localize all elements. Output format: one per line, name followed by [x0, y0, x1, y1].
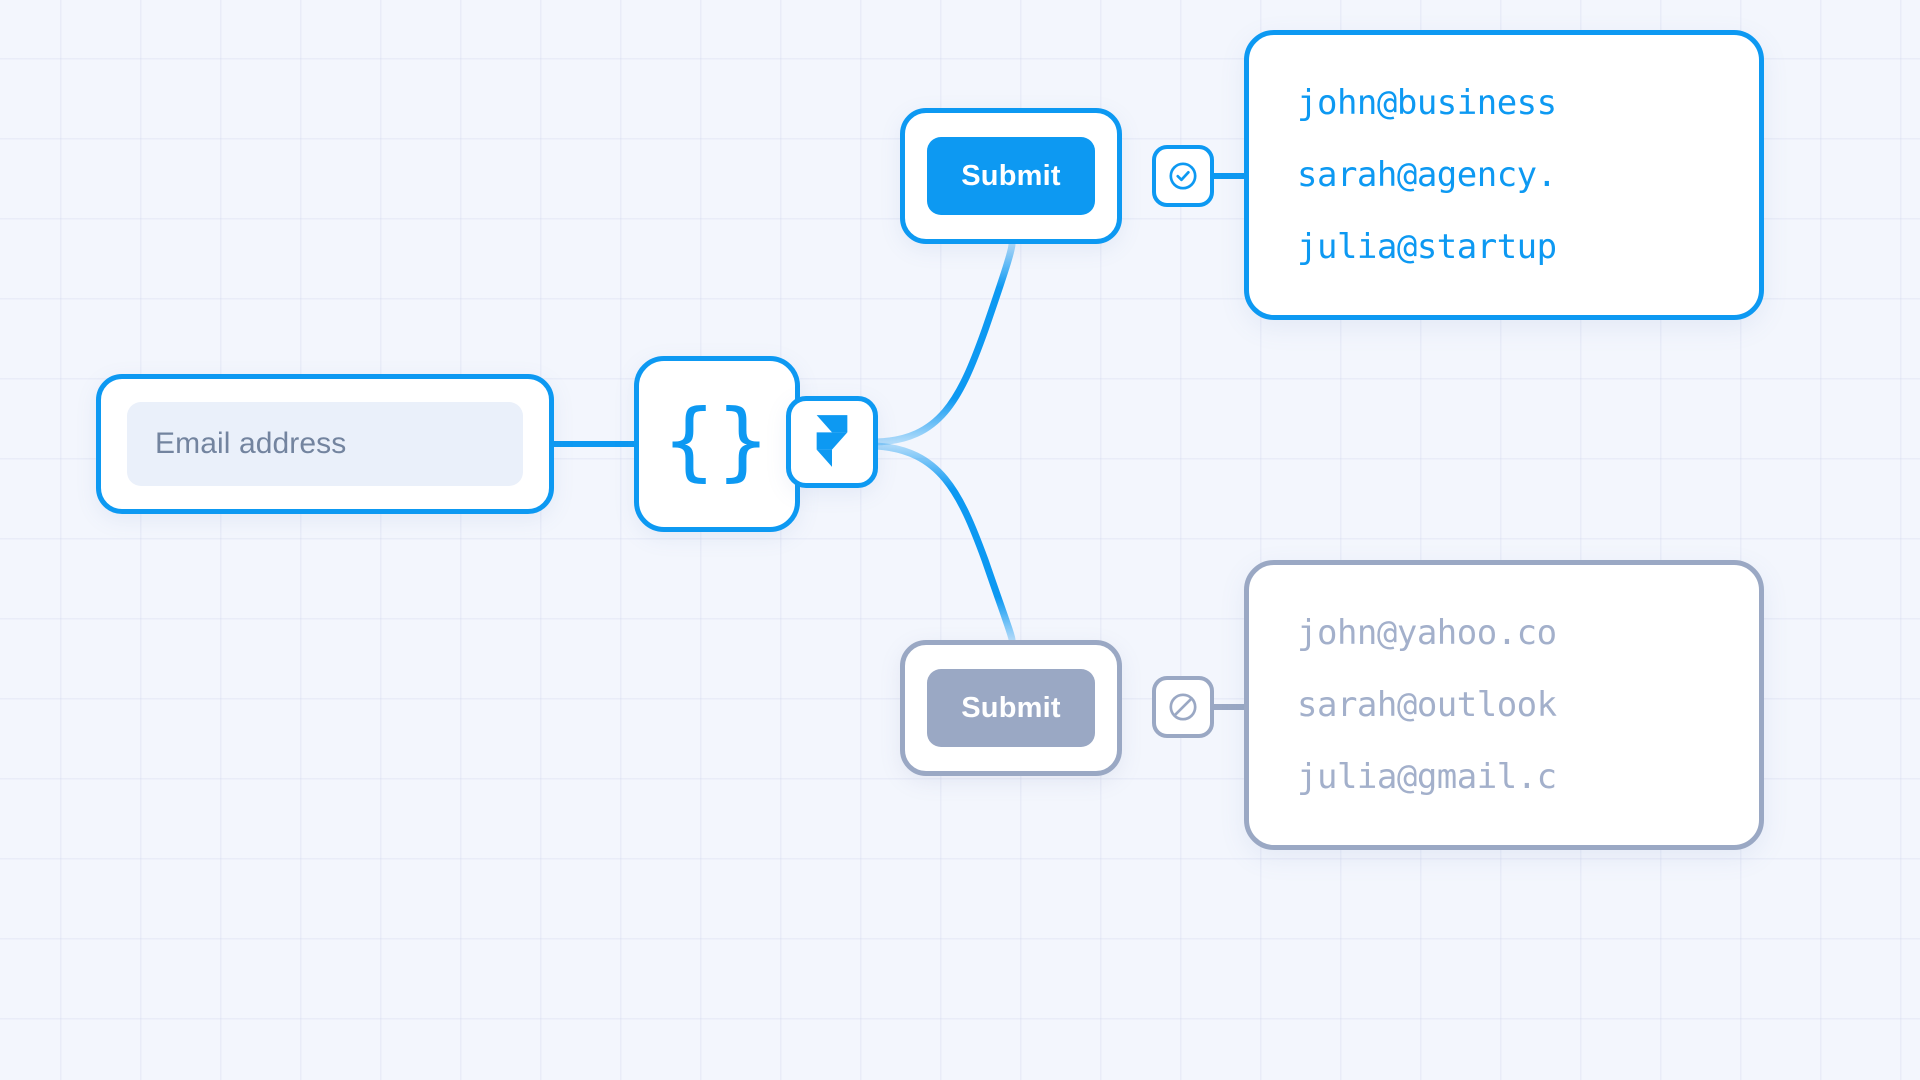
submit-button-enabled[interactable]: Submit [927, 137, 1095, 215]
list-item: julia@gmail.c [1297, 757, 1557, 797]
email-input-field[interactable]: Email address [127, 402, 523, 486]
framer-logo-icon[interactable] [786, 396, 878, 488]
framer-glyph [816, 415, 848, 467]
block-circle-glyph [1169, 693, 1197, 721]
submit-button-disabled: Submit [927, 669, 1095, 747]
code-braces-icon: {} [663, 391, 771, 491]
list-item: sarah@outlook [1297, 685, 1557, 725]
list-item: julia@startup [1297, 227, 1557, 267]
check-circle-glyph [1169, 162, 1197, 190]
block-circle-icon[interactable] [1152, 676, 1214, 738]
submit-node-valid[interactable]: Submit [900, 108, 1122, 244]
valid-emails-card: john@business sarah@agency. julia@startu… [1244, 30, 1764, 320]
list-item: john@yahoo.co [1297, 613, 1557, 653]
invalid-emails-card: john@yahoo.co sarah@outlook julia@gmail.… [1244, 560, 1764, 850]
logic-node[interactable]: {} [634, 356, 800, 532]
email-input-node[interactable]: Email address [96, 374, 554, 514]
email-input-placeholder: Email address [155, 427, 347, 460]
list-item: john@business [1297, 83, 1557, 123]
list-item: sarah@agency. [1297, 155, 1557, 195]
submit-node-invalid: Submit [900, 640, 1122, 776]
check-circle-icon[interactable] [1152, 145, 1214, 207]
